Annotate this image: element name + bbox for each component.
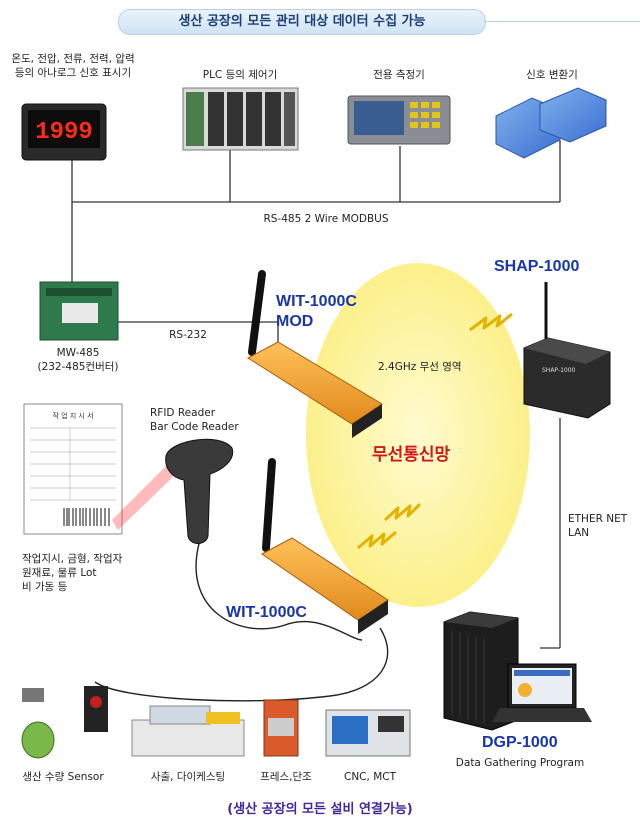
cnc-label: CNC, MCT <box>344 771 396 783</box>
plc-unit <box>182 87 299 151</box>
injection-label: 사출, 다이케스팅 <box>150 771 226 783</box>
wit-mod-label: WIT-1000C MOD <box>276 293 357 330</box>
dgp-label: DGP-1000 <box>482 734 558 751</box>
analog-meter: 1999 <box>21 103 107 161</box>
signal-bolt-icon <box>383 502 422 522</box>
shap-label: SHAP-1000 <box>494 258 580 275</box>
work-order-label: 작업지시, 금형, 작업자 원재료, 물류 Lot 비 가동 등 <box>22 553 123 593</box>
page-title: 생산 공장의 모든 관리 대상 데이터 수집 가능 <box>118 9 486 35</box>
reader-label: RFID Reader Bar Code Reader <box>150 407 239 433</box>
dgp-sublabel: Data Gathering Program <box>455 757 585 769</box>
signal-bolt-icon <box>469 312 513 332</box>
laptop <box>492 663 592 722</box>
proximity-sensor-icon <box>21 686 108 759</box>
scanner-cable <box>195 539 363 641</box>
title-underline <box>484 21 640 22</box>
barcode-scanner <box>165 438 234 544</box>
footer-caption: (생산 공장의 모든 설비 연결가능) <box>227 802 413 817</box>
bus-label: RS-485 2 Wire MODBUS <box>263 213 389 225</box>
work-order-document: 작 업 지 시 서 <box>23 403 123 535</box>
wit-device <box>261 458 389 634</box>
mw485-label: MW-485 (232-485컨버터) <box>37 347 119 373</box>
plc-label: PLC 등의 제어기 <box>202 69 278 81</box>
press-machine-icon <box>263 699 299 757</box>
sensor-label: 생산 수량 Sensor <box>22 771 104 783</box>
wireless-zone-label: 2.4GHz 무선 영역 <box>378 361 462 373</box>
signal-bolt-icon <box>357 530 397 550</box>
wit-label: WIT-1000C <box>226 604 307 621</box>
meter-readout: 1999 <box>35 119 93 146</box>
sensor-cable <box>94 627 389 702</box>
cnc-machine-icon <box>325 709 411 757</box>
work-order-doc-title: 작 업 지 시 서 <box>52 411 93 420</box>
wireless-network-label: 무선통신망 <box>372 445 451 465</box>
rs232-label: RS-232 <box>169 329 207 341</box>
meter-label: 온도, 전압, 전류, 전력, 압력 등의 아나로그 신호 표시기 <box>11 53 135 79</box>
injection-machine-icon <box>131 705 245 757</box>
signal-converter <box>495 87 607 159</box>
scan-beam <box>112 460 178 530</box>
dedicated-meter-label: 전용 측정기 <box>373 69 425 81</box>
ethernet-label: ETHER NET LAN <box>568 513 628 539</box>
shap-body-label: SHAP-1000 <box>542 367 576 374</box>
press-label: 프레스,단조 <box>260 771 312 783</box>
dedicated-meter <box>347 95 451 145</box>
wit-mod-device <box>247 270 383 438</box>
signal-converter-label: 신호 변환기 <box>526 69 578 81</box>
shap-device: SHAP-1000 <box>523 282 611 419</box>
mw485-board <box>39 281 119 341</box>
wireless-zone <box>306 263 530 607</box>
